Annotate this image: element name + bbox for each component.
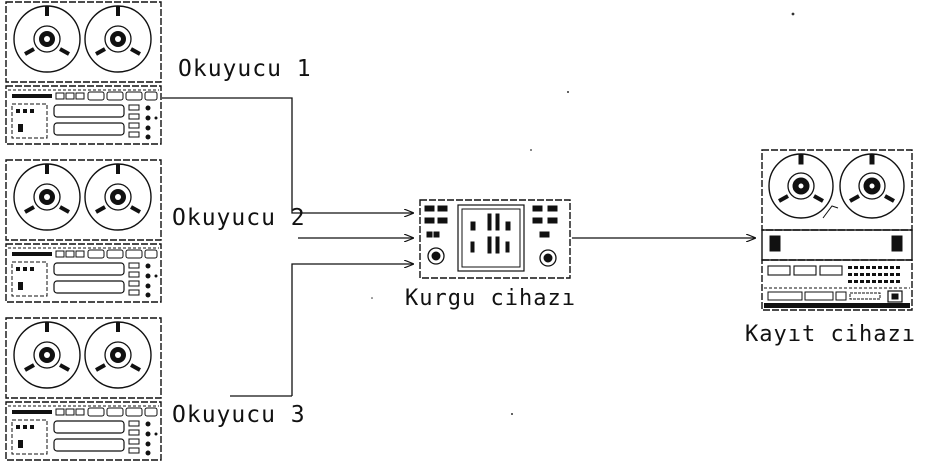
reader-2-label: Okuyucu 2: [172, 205, 306, 231]
recorder-device: [762, 150, 912, 310]
reader-2-deck: [6, 160, 161, 302]
mixer-device: [420, 200, 570, 278]
arrow-to-mixer-bottom: [292, 264, 413, 396]
reader-1-deck: [6, 2, 161, 144]
scan-specks: [371, 13, 794, 415]
reader-1-label: Okuyucu 1: [178, 56, 312, 82]
reader-3-deck: [6, 318, 161, 460]
recorder-label: Kayıt cihazı: [745, 322, 916, 347]
arrow-to-mixer-top: [292, 198, 413, 213]
reader-3-label: Okuyucu 3: [172, 402, 306, 428]
mixer-label: Kurgu cihazı: [405, 286, 576, 311]
line-reader-1: [162, 98, 292, 198]
